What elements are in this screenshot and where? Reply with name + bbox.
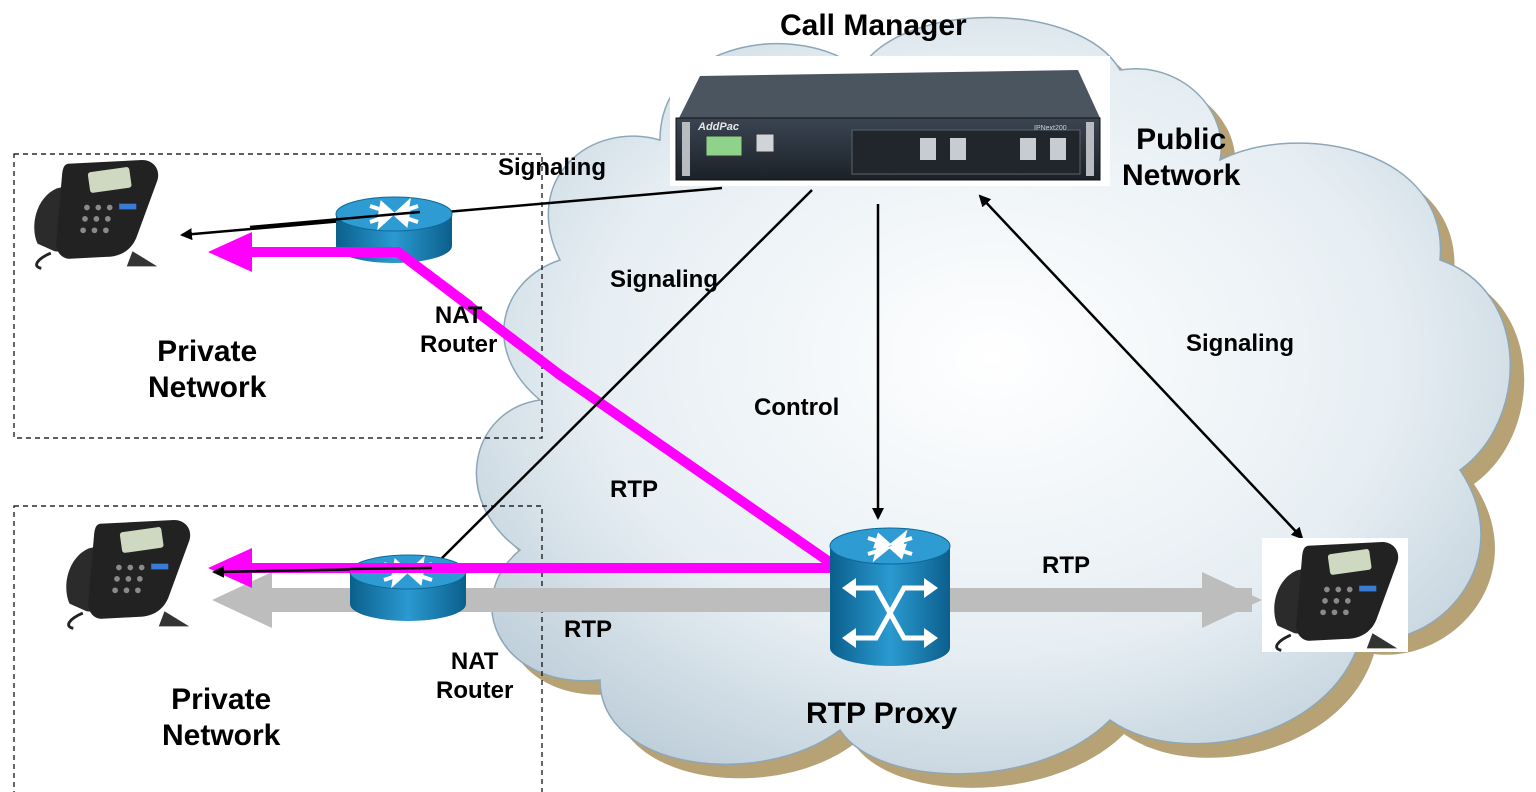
- rtp-proxy-switch-icon: [829, 527, 951, 666]
- rtp-label-bottom: RTP: [564, 616, 612, 643]
- signaling-label-mid: Signaling: [610, 266, 718, 293]
- private-network-bottom-line2: Network: [162, 719, 281, 752]
- public-network-label: Public Network: [1122, 122, 1240, 194]
- nat-router-top-line2: Router: [420, 330, 498, 358]
- rtp-label-diagonal: RTP: [610, 476, 658, 503]
- private-network-top-line2: Network: [148, 371, 267, 404]
- device-brand: AddPac: [697, 121, 739, 133]
- device-model: IPNext200: [1034, 125, 1067, 132]
- signaling-label-right: Signaling: [1186, 330, 1294, 357]
- private-network-box-bottom: [13, 505, 543, 792]
- control-label: Control: [754, 394, 840, 421]
- private-network-bottom-label: Private Network: [162, 682, 280, 754]
- private-network-top-line1: Private: [157, 335, 258, 368]
- nat-router-bottom-line1: NAT: [450, 648, 499, 675]
- private-network-box-top: [13, 153, 543, 439]
- private-network-top-label: Private Network: [148, 334, 266, 406]
- nat-router-bottom-line2: Router: [436, 676, 514, 704]
- public-network-line1: Public: [1136, 123, 1227, 156]
- public-network-line2: Network: [1122, 159, 1241, 192]
- nat-router-top-line1: NAT: [434, 302, 483, 329]
- rtp-proxy-label: RTP Proxy: [806, 697, 958, 730]
- ip-phone-icon: [32, 158, 160, 270]
- ip-phone-icon: [64, 518, 192, 630]
- signal-overlay-top: [249, 210, 421, 229]
- signal-overlay-bottom: [349, 566, 433, 571]
- rtp-magenta-overlay: [330, 247, 473, 310]
- nat-router-bottom-label: NAT Router: [436, 648, 513, 706]
- nat-router-top-label: NAT Router: [420, 302, 497, 360]
- private-network-bottom-line1: Private: [171, 683, 272, 716]
- ip-phone-icon-right: [1262, 538, 1408, 652]
- call-manager-label: Call Manager: [780, 9, 967, 42]
- call-manager-device-icon: AddPac IPNext200: [670, 56, 1110, 186]
- rtp-label-right: RTP: [1042, 552, 1090, 579]
- signaling-label-top: Signaling: [498, 154, 606, 181]
